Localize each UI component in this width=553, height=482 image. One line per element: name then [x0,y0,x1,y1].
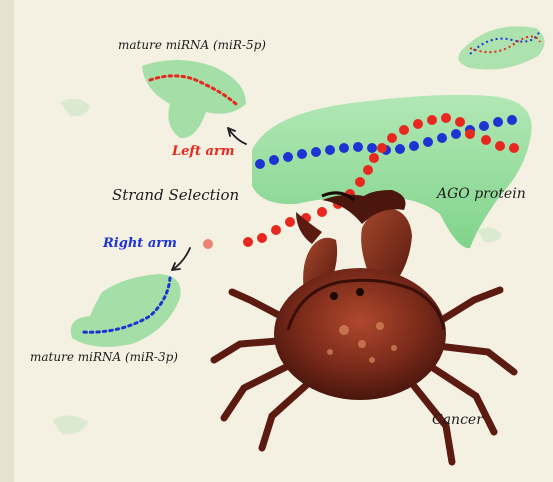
ago-protein-label: AGO protein [437,186,526,202]
strand-selection-label: Strand Selection [112,186,239,204]
cancer-label: Cancer [432,412,483,428]
mature-3p-label: mature miRNA (miR-3p) [30,350,178,364]
left-edge-shadow [0,0,14,482]
left-arm-label: Left arm [172,144,235,159]
mature-5p-label: mature miRNA (miR-5p) [118,38,266,52]
right-arm-label: Right arm [103,236,177,251]
